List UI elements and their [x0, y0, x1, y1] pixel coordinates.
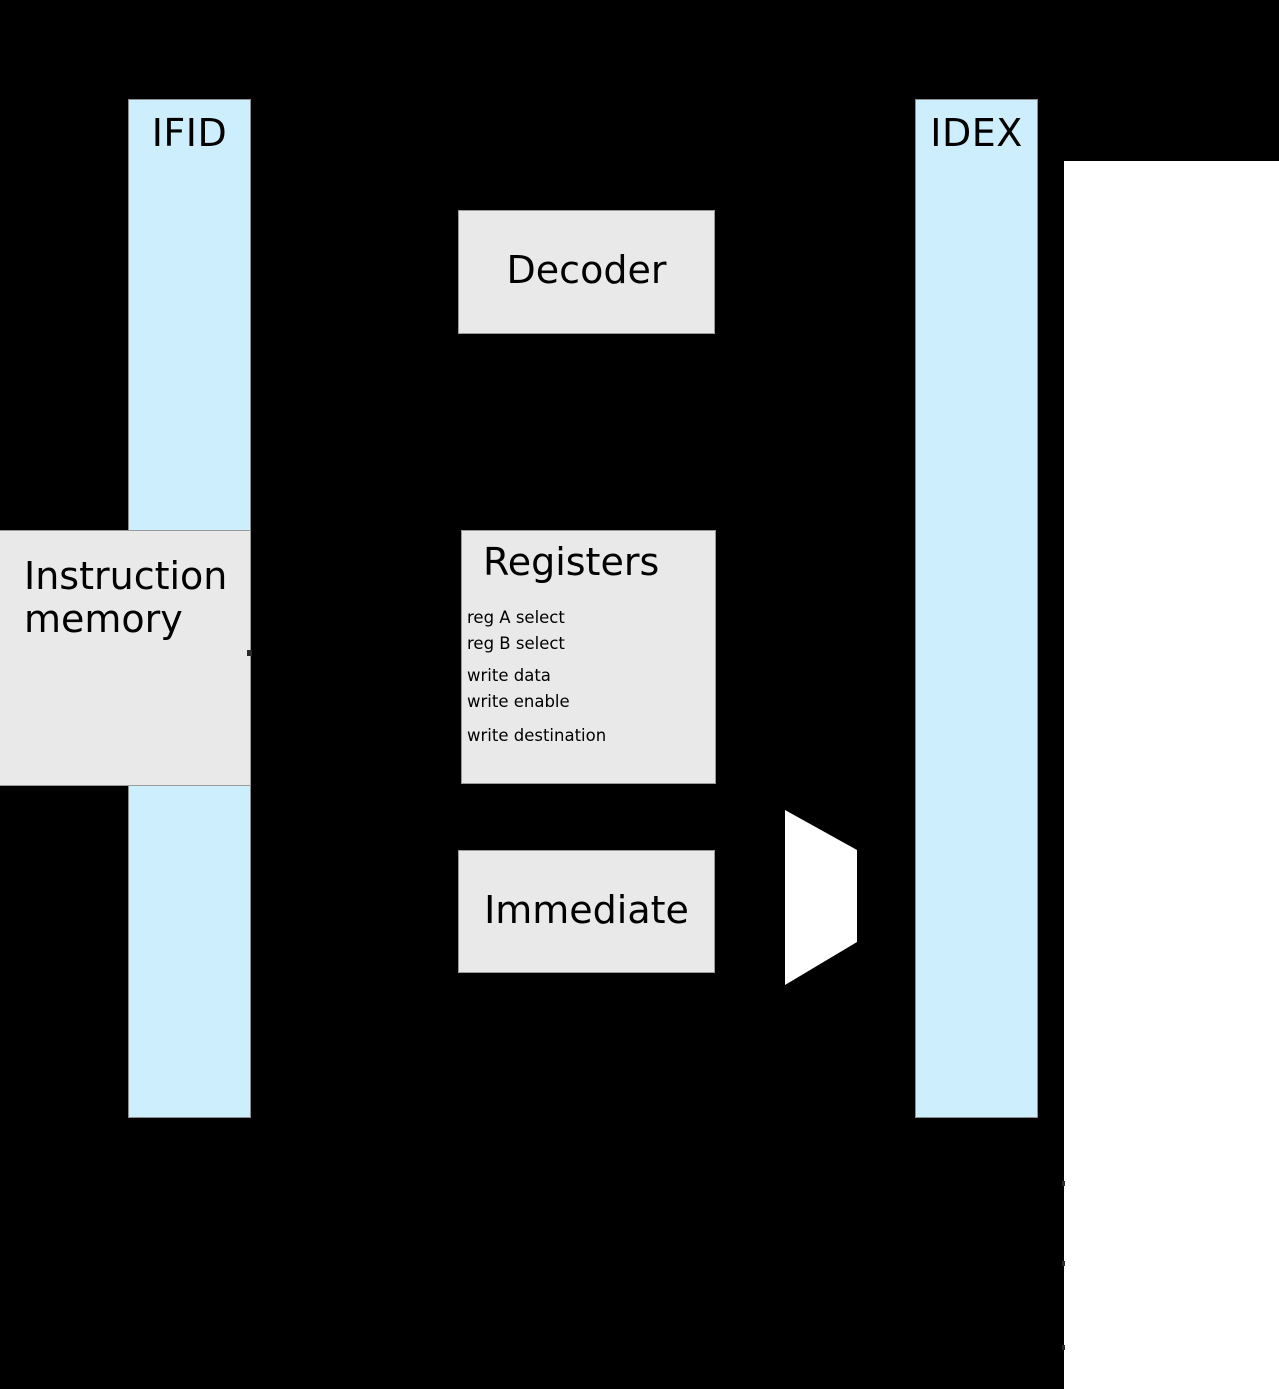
register-port-reg-a-select: reg A select [467, 607, 565, 627]
register-port-reg-b-select: reg B select [467, 634, 565, 654]
immediate-label: Immediate [484, 888, 689, 933]
register-port-group-write: write data write enable [462, 665, 715, 712]
instruction-memory-output-stub-icon [247, 650, 252, 656]
immediate-block[interactable]: Immediate [458, 850, 715, 973]
instruction-memory-block[interactable]: Instruction memory [0, 530, 251, 786]
register-port-group-select: reg A select reg B select [462, 607, 715, 654]
multiplexer-shape-svg [785, 810, 857, 985]
pipeline-register-ifid-label: IFID [151, 111, 228, 155]
register-port-write-destination: write destination [467, 725, 607, 745]
white-page-panel [1064, 161, 1279, 1389]
panel-edge-stub-middle-icon [1062, 1261, 1065, 1266]
instruction-memory-label: Instruction memory [24, 554, 228, 641]
decoder-label: Decoder [506, 247, 667, 292]
multiplexer-icon[interactable] [785, 810, 858, 986]
panel-edge-stub-lower-icon [1062, 1345, 1065, 1350]
register-port-group-destination: write destination [462, 725, 715, 745]
pipeline-register-idex-label: IDEX [930, 111, 1023, 155]
register-port-write-data: write data [467, 665, 551, 685]
register-port-write-enable: write enable [467, 692, 570, 712]
register-file-block[interactable]: Registers reg A select reg B select writ… [461, 530, 716, 784]
decoder-block[interactable]: Decoder [458, 210, 715, 334]
panel-edge-stub-upper-icon [1062, 1181, 1065, 1186]
pipeline-register-idex[interactable]: IDEX [915, 99, 1038, 1118]
register-file-title: Registers [483, 540, 660, 584]
